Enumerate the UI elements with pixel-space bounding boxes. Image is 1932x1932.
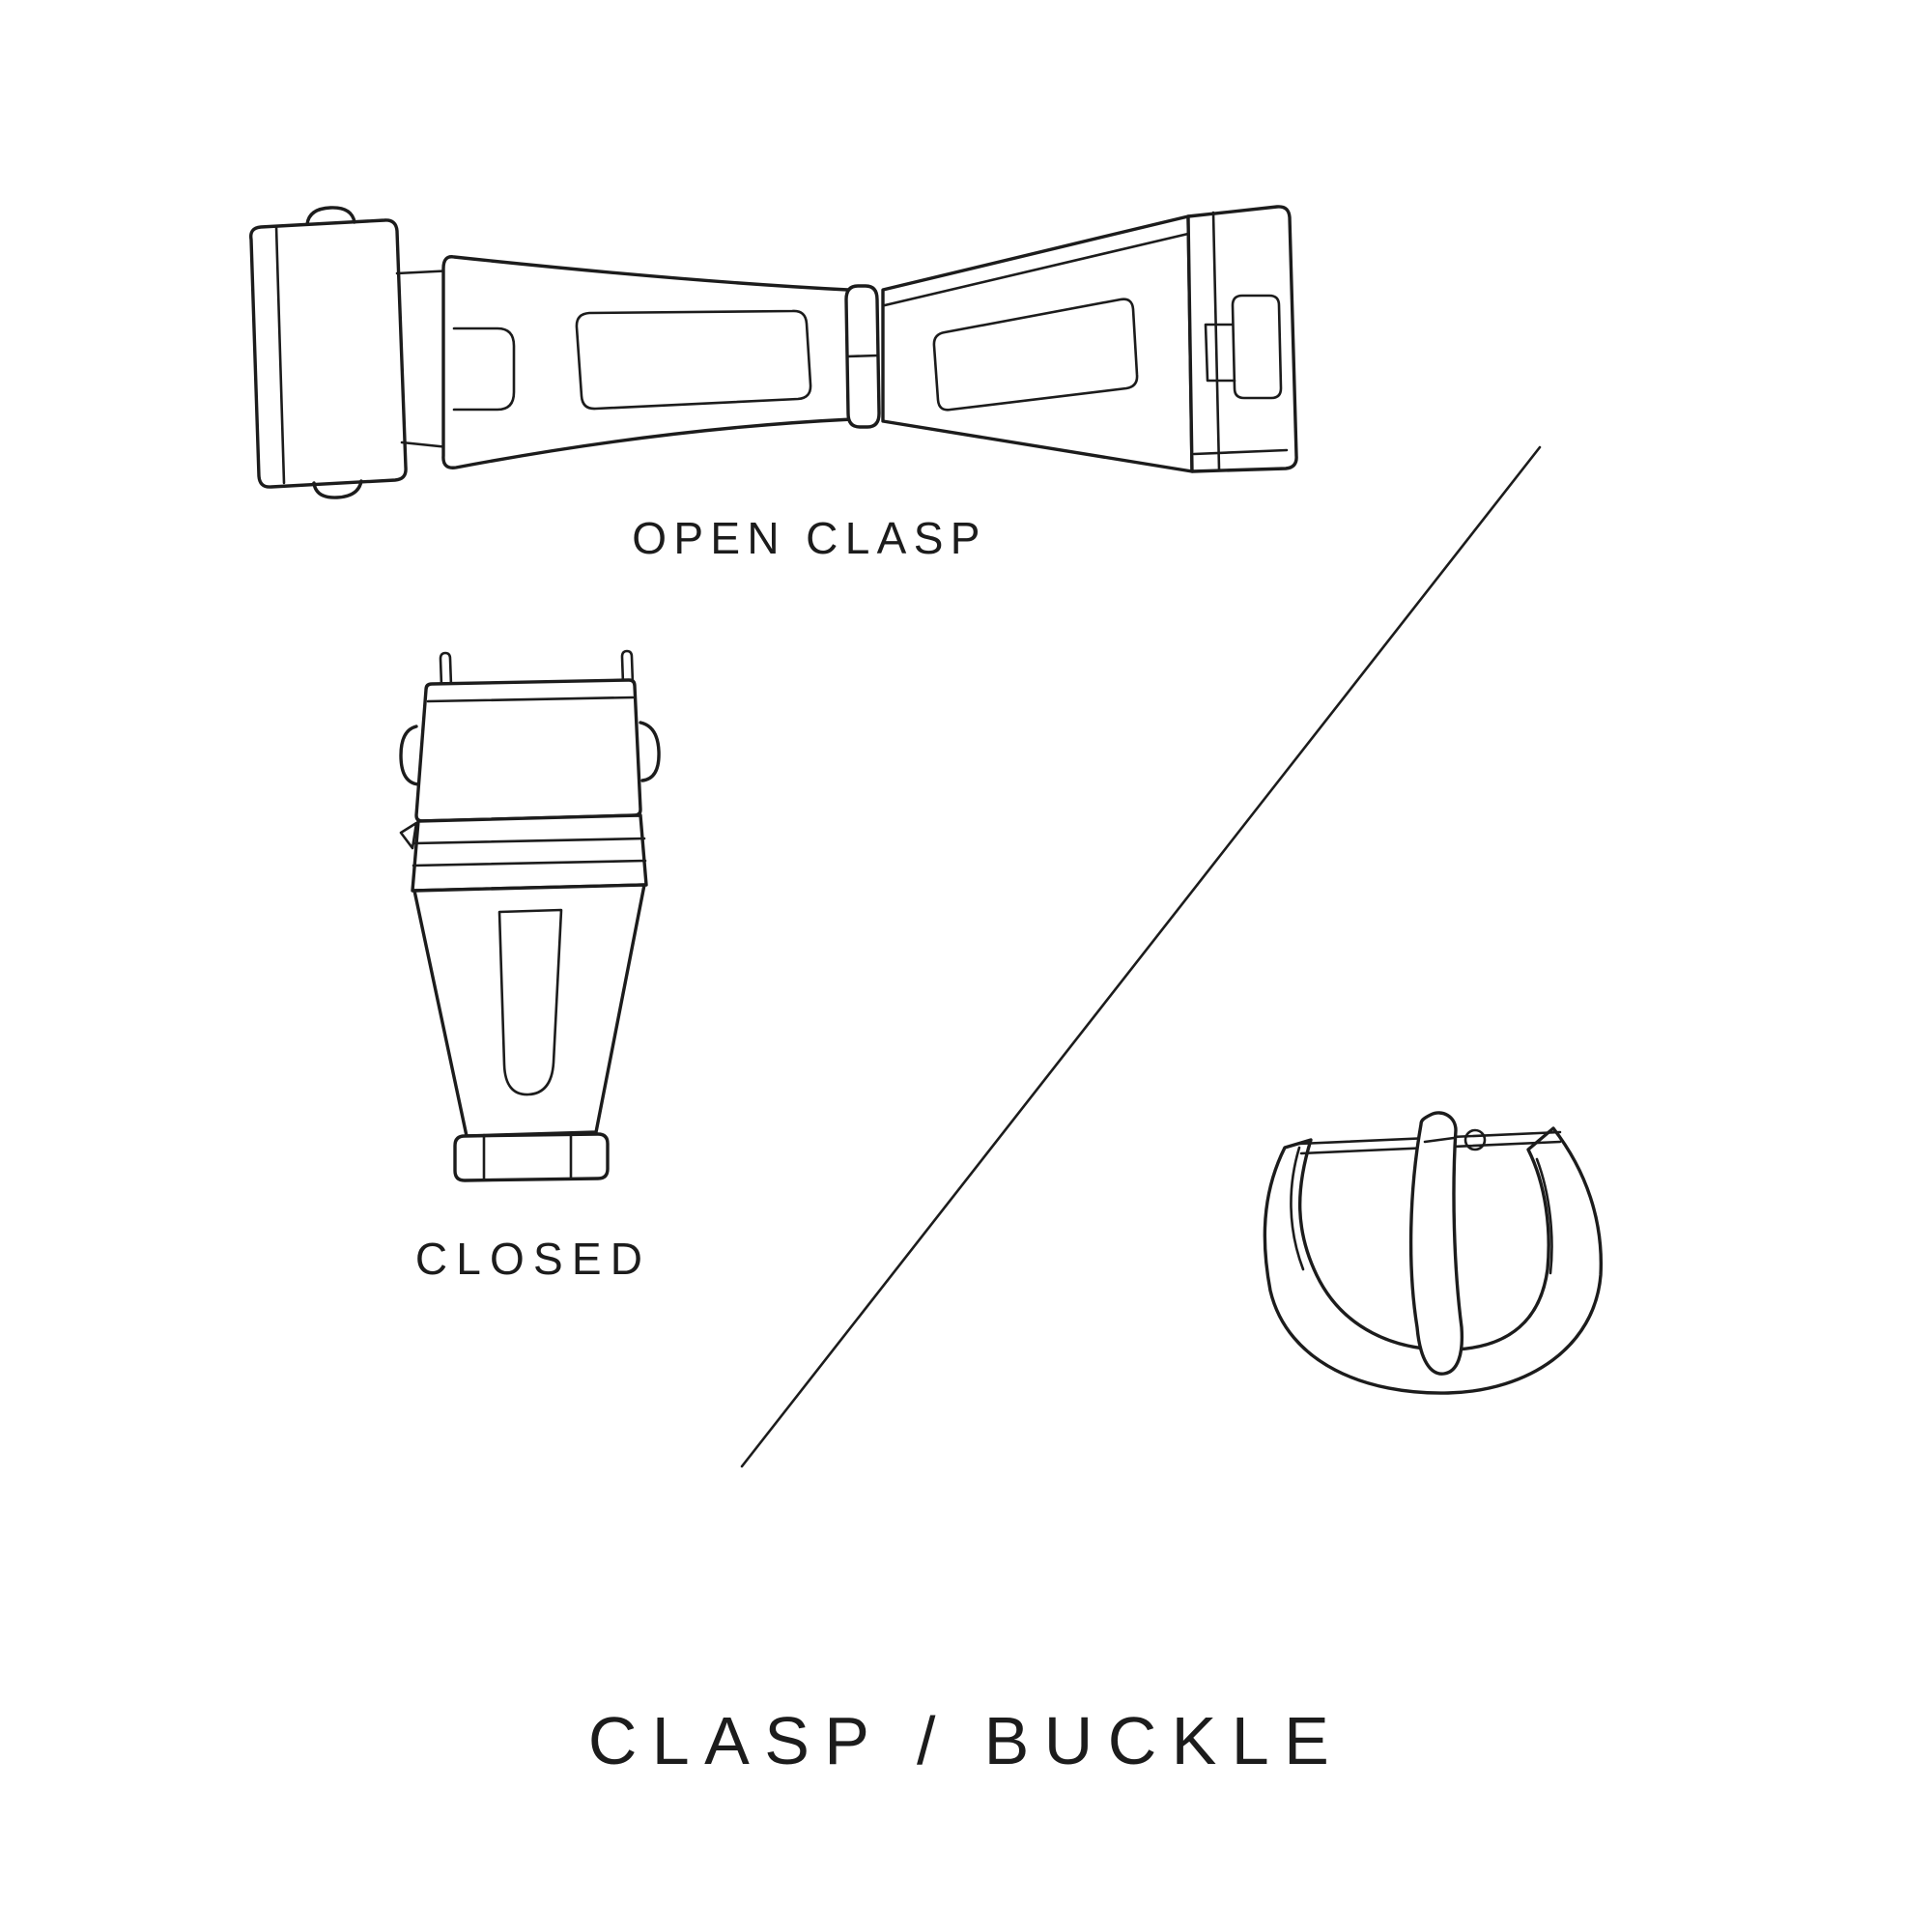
closed-clasp-illustration (399, 649, 661, 1182)
open-clasp-illustration (249, 205, 1298, 499)
diagram-title: CLASP / BUCKLE (587, 1703, 1345, 1778)
diagonal-divider-line (740, 445, 1542, 1468)
open-clasp-caption: OPEN CLASP (632, 513, 987, 563)
closed-clasp-caption: CLOSED (414, 1234, 652, 1284)
buckle-illustration (1263, 1111, 1604, 1395)
